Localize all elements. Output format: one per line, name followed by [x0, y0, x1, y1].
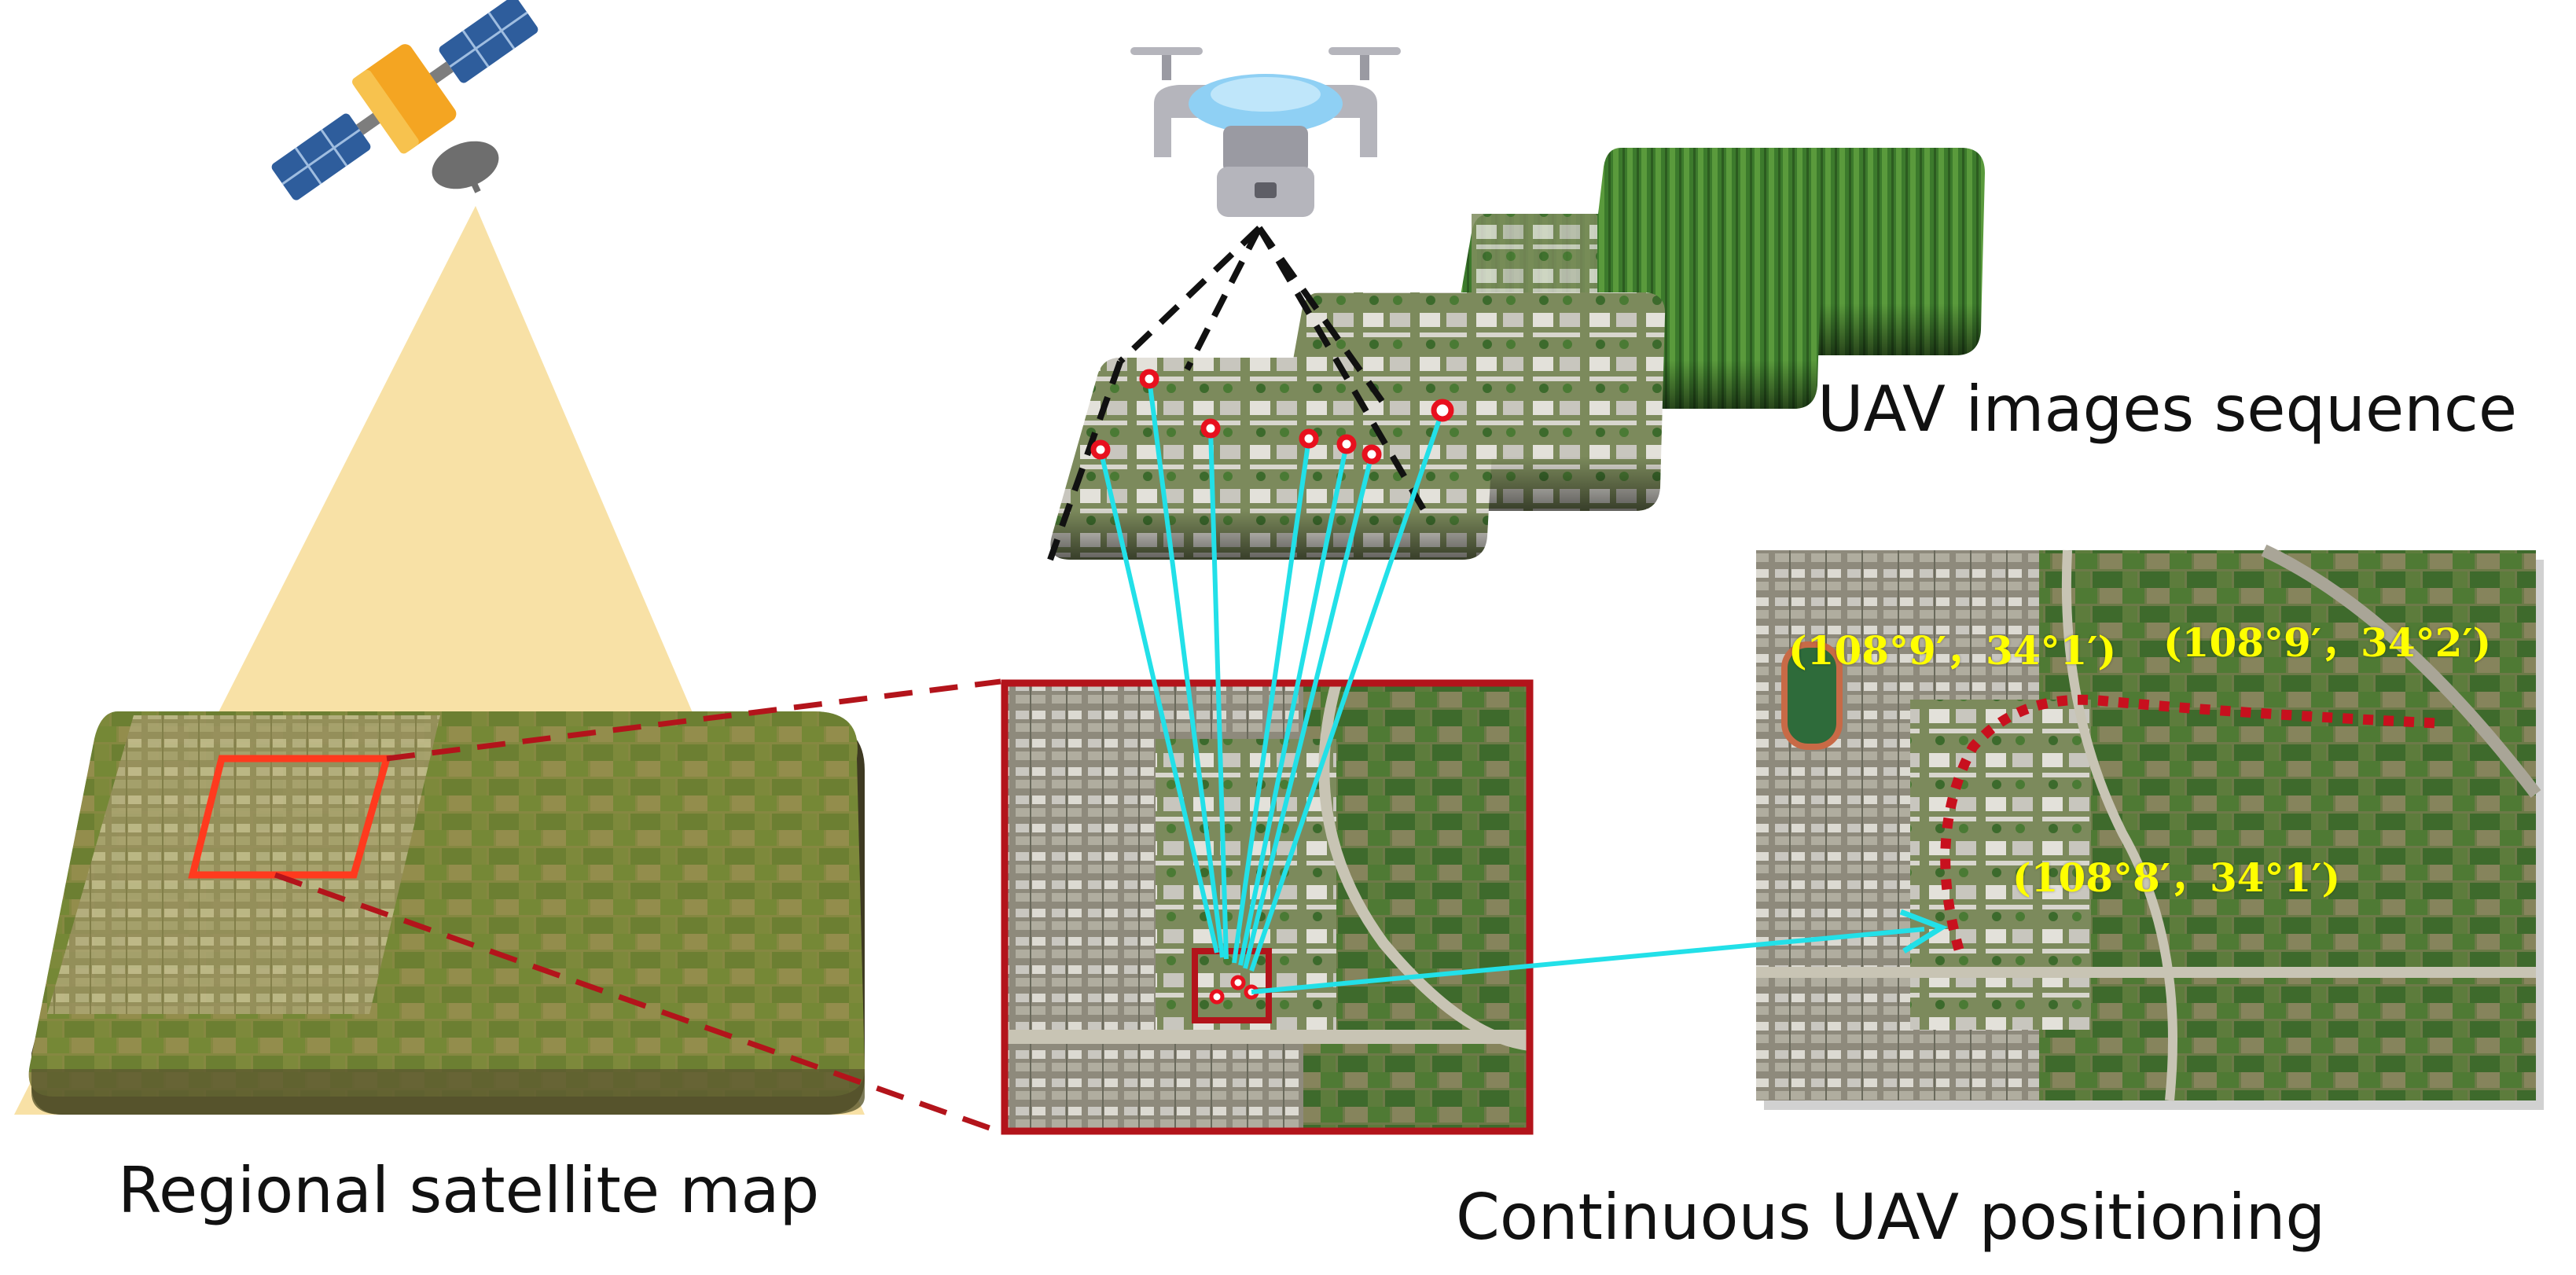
drone-icon [1130, 47, 1401, 217]
coordinate-label-1: (108°9′，34°1′) [1788, 627, 2117, 674]
zoomed-satellite-view [1001, 679, 1534, 1135]
uav-keypoints [1090, 369, 1454, 465]
drone-fov-lines [1047, 226, 1428, 561]
regional-satellite-map [28, 711, 865, 1115]
uav-image-tile-1 [1050, 358, 1497, 560]
regional-map-caption: Regional satellite map [118, 1154, 820, 1227]
coordinate-label-3: (108°8′，34°1′) [2012, 854, 2341, 901]
positioning-caption: Continuous UAV positioning [1456, 1181, 2326, 1254]
position-transfer-arrow [1251, 909, 1948, 994]
current-position-box [1192, 948, 1272, 1023]
zoom-line-top [386, 678, 1001, 762]
coordinate-label-2: (108°9′，34°2′) [2163, 619, 2492, 666]
uav-sequence-caption: UAV images sequence [1817, 373, 2518, 446]
uav-trajectory [1940, 694, 2438, 951]
region-highlight-box [188, 755, 391, 879]
zoom-line-bottom [274, 872, 1002, 1135]
feature-match-lines [1098, 378, 1445, 972]
satellite-icon [271, 0, 538, 200]
positioning-result-view [1756, 544, 2544, 1110]
